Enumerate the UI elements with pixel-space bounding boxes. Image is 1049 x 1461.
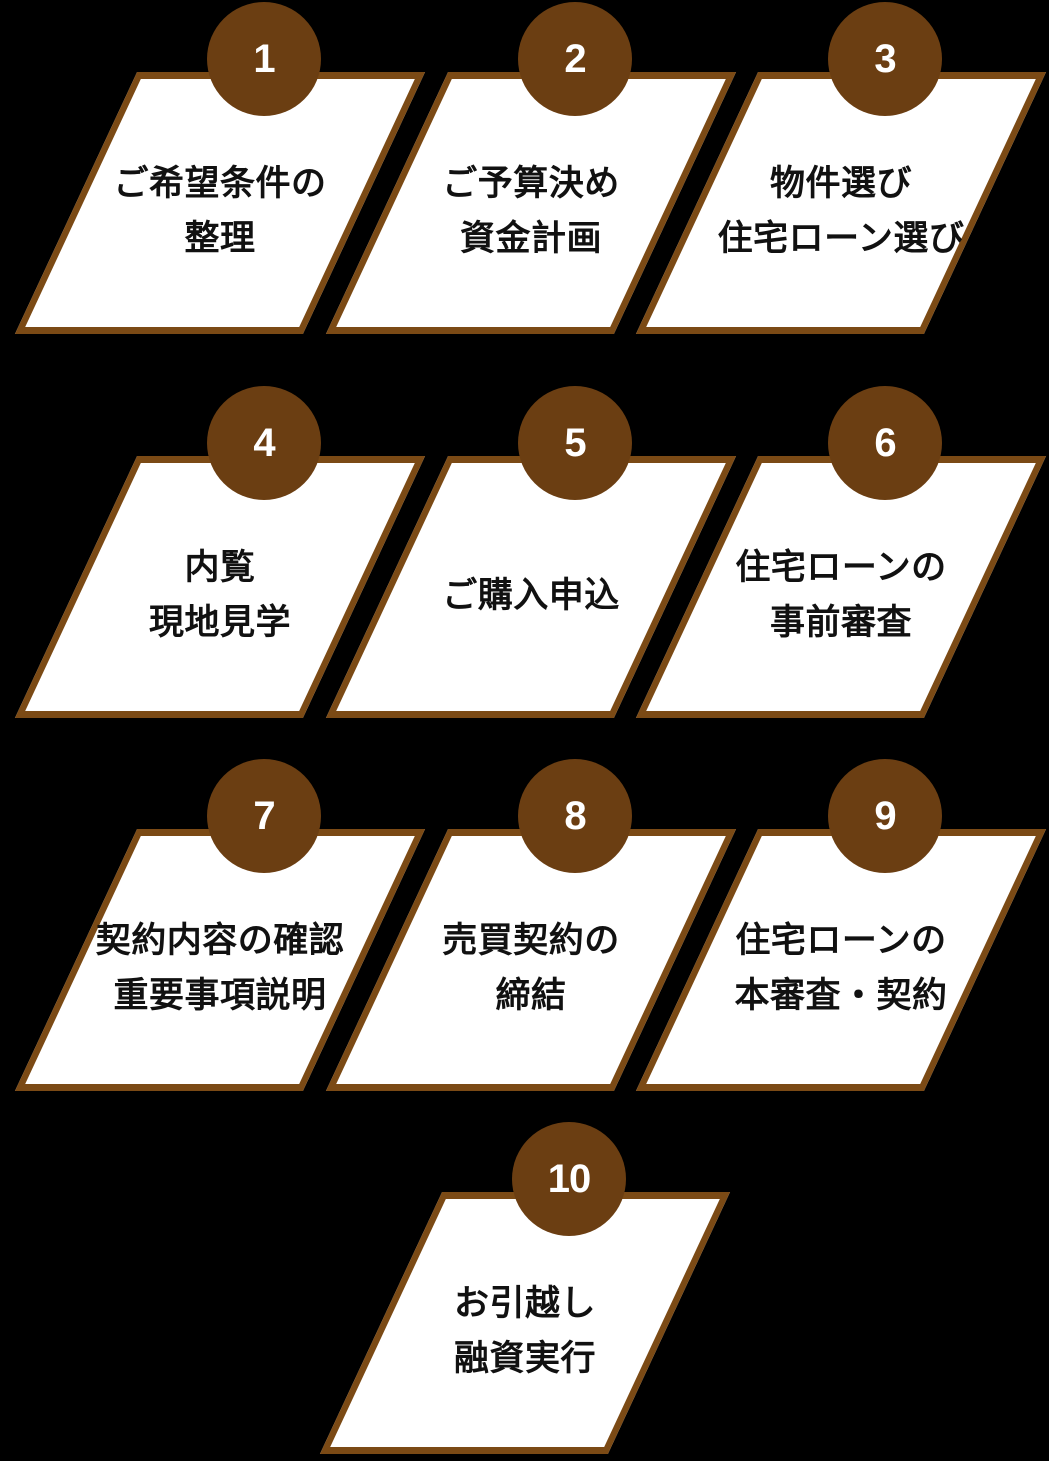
step-label: 契約内容の確認重要事項説明 [15, 829, 425, 1091]
step-label-line: 住宅ローン選び [717, 219, 965, 258]
step-label-line: 締結 [495, 976, 567, 1015]
step-label-line: 事前審査 [769, 603, 912, 642]
step-number: 7 [253, 793, 275, 838]
step-label-line: 物件選び [769, 164, 912, 203]
step-number-badge: 9 [828, 759, 942, 873]
step-label-line: ご予算決め [442, 164, 620, 203]
step-number: 10 [547, 1156, 591, 1201]
step-number: 1 [253, 36, 275, 81]
step-label-line: 融資実行 [453, 1339, 596, 1378]
step-number: 5 [564, 420, 586, 465]
step-label-line: 住宅ローンの [735, 921, 947, 960]
step-number: 8 [564, 793, 586, 838]
step-label-line: 重要事項説明 [113, 976, 327, 1015]
step-card-5: ご購入申込 5 [325, 386, 737, 718]
step-label-line: 本審査・契約 [734, 976, 948, 1015]
step-label: 住宅ローンの事前審査 [636, 456, 1046, 718]
step-number: 4 [253, 420, 275, 465]
step-number-badge: 6 [828, 386, 942, 500]
step-number: 2 [564, 36, 586, 81]
step-number: 6 [874, 420, 896, 465]
step-number-badge: 8 [518, 759, 632, 873]
step-number-badge: 2 [518, 2, 632, 116]
step-label: 売買契約の締結 [326, 829, 736, 1091]
step-label-line: 契約内容の確認 [95, 921, 345, 960]
step-number-badge: 10 [512, 1122, 626, 1236]
step-label: 内覧現地見学 [15, 456, 425, 718]
step-number-badge: 7 [207, 759, 321, 873]
step-label: ご希望条件の整理 [15, 72, 425, 334]
step-label: ご予算決め資金計画 [326, 72, 736, 334]
step-number-badge: 1 [207, 2, 321, 116]
step-label-line: ご希望条件の [113, 164, 327, 203]
step-label: お引越し融資実行 [320, 1192, 730, 1454]
step-number-badge: 3 [828, 2, 942, 116]
step-label-line: 現地見学 [148, 603, 291, 642]
step-label-line: 内覧 [184, 548, 256, 587]
step-label-line: ご購入申込 [442, 575, 620, 615]
step-number: 9 [874, 793, 896, 838]
step-label-line: 整理 [184, 219, 256, 258]
step-number-badge: 4 [207, 386, 321, 500]
step-label-line: お引越し [453, 1284, 596, 1323]
step-number: 3 [874, 36, 896, 81]
step-label-line: 資金計画 [459, 219, 602, 258]
step-label: ご購入申込 [326, 456, 736, 718]
step-label: 物件選び住宅ローン選び [636, 72, 1046, 334]
step-number-badge: 5 [518, 386, 632, 500]
step-label-line: 売買契約の [442, 921, 620, 960]
step-label: 住宅ローンの本審査・契約 [636, 829, 1046, 1091]
step-label-line: 住宅ローンの [735, 548, 947, 587]
